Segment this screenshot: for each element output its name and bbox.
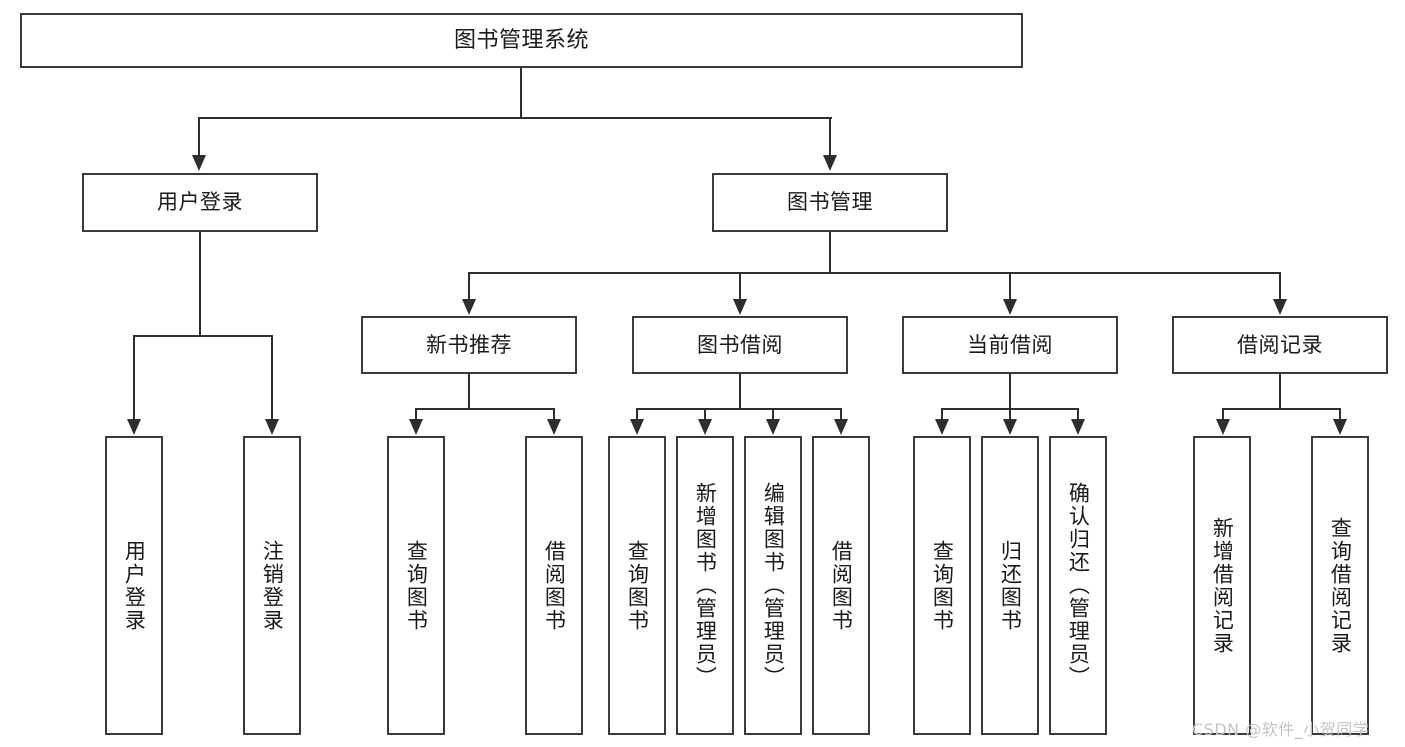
node-label: 图书管理 (787, 190, 873, 215)
leaf-current-borrow-return[interactable]: 归还图书 (981, 436, 1039, 735)
connector-book-borrow-child-2 (704, 408, 706, 420)
connector-new-book-bar (415, 408, 554, 410)
arrow-current-borrow-child-2 (1003, 419, 1017, 435)
connector-book-mgmt-stem (829, 232, 831, 273)
node-borrow-record[interactable]: 借阅记录 (1172, 316, 1388, 374)
node-label: 图书管理系统 (453, 27, 589, 53)
leaf-new-book-query[interactable]: 查询图书 (387, 436, 445, 735)
arrow-borrow-record-child-2 (1333, 419, 1347, 435)
connector-root-bar (198, 117, 832, 119)
arrow-book-mgmt-child-4 (1273, 299, 1287, 315)
connector-borrow-record-stem (1279, 374, 1281, 409)
arrow-root-to-book-mgmt (823, 155, 837, 171)
arrow-book-borrow-child-4 (834, 419, 848, 435)
connector-current-borrow-child-2 (1009, 408, 1011, 420)
node-label: 借阅记录 (1237, 332, 1323, 357)
arrow-new-book-child-2 (547, 419, 561, 435)
node-label: 归还图书 (998, 539, 1023, 632)
node-label: 借阅图书 (829, 539, 854, 632)
connector-root-to-book-mgmt (829, 117, 831, 157)
connector-book-borrow-child-1 (636, 408, 638, 420)
connector-current-borrow-stem (1009, 374, 1011, 409)
connector-borrow-record-child-1 (1222, 408, 1224, 420)
connector-user-login-child-2 (271, 335, 273, 420)
connector-user-login-stem (199, 232, 201, 336)
arrow-book-mgmt-child-3 (1003, 299, 1017, 315)
arrow-user-login-child-1 (127, 419, 141, 435)
arrow-new-book-child-1 (409, 419, 423, 435)
node-new-book-recommend[interactable]: 新书推荐 (361, 316, 577, 374)
arrow-book-mgmt-child-1 (462, 299, 476, 315)
node-book-management[interactable]: 图书管理 (712, 173, 948, 232)
connector-new-book-stem (468, 374, 470, 409)
node-label: 查询图书 (625, 539, 650, 632)
arrow-book-borrow-child-3 (766, 419, 780, 435)
leaf-borrow-record-add[interactable]: 新增借阅记录 (1193, 436, 1251, 735)
connector-new-book-child-2 (553, 408, 555, 420)
node-label: 查询图书 (404, 539, 429, 632)
connector-borrow-record-bar (1222, 408, 1340, 410)
node-label: 确认归还（管理员） (1066, 482, 1091, 689)
connector-book-borrow-child-4 (840, 408, 842, 420)
node-root-system[interactable]: 图书管理系统 (20, 13, 1023, 68)
node-label: 查询借阅记录 (1328, 516, 1353, 655)
arrow-borrow-record-child-1 (1216, 419, 1230, 435)
leaf-borrow-record-query[interactable]: 查询借阅记录 (1311, 436, 1369, 735)
connector-book-mgmt-child-4 (1279, 272, 1281, 300)
node-current-borrow[interactable]: 当前借阅 (902, 316, 1118, 374)
node-label: 新书推荐 (426, 332, 512, 357)
leaf-book-borrow-add[interactable]: 新增图书（管理员） (676, 436, 734, 735)
arrow-root-to-user-login (192, 155, 206, 171)
connector-root-stem (520, 68, 522, 117)
connector-user-login-bar (133, 335, 272, 337)
connector-book-borrow-child-3 (772, 408, 774, 420)
connector-root-to-user-login (198, 117, 200, 157)
node-label: 新增图书（管理员） (693, 482, 718, 689)
leaf-new-book-borrow[interactable]: 借阅图书 (525, 436, 583, 735)
arrow-book-borrow-child-1 (630, 419, 644, 435)
leaf-book-borrow-edit[interactable]: 编辑图书（管理员） (744, 436, 802, 735)
node-label: 注销登录 (260, 539, 285, 632)
node-label: 用户登录 (122, 539, 147, 632)
node-label: 借阅图书 (542, 539, 567, 632)
leaf-book-borrow-borrow[interactable]: 借阅图书 (812, 436, 870, 735)
node-label: 当前借阅 (967, 332, 1053, 357)
connector-borrow-record-child-2 (1339, 408, 1341, 420)
node-label: 编辑图书（管理员） (761, 482, 786, 689)
leaf-book-borrow-query[interactable]: 查询图书 (608, 436, 666, 735)
arrow-book-mgmt-child-2 (733, 299, 747, 315)
node-label: 用户登录 (157, 190, 243, 215)
node-label: 图书借阅 (697, 332, 783, 357)
node-user-login[interactable]: 用户登录 (82, 173, 318, 232)
leaf-current-borrow-confirm-return[interactable]: 确认归还（管理员） (1049, 436, 1107, 735)
leaf-user-login-login[interactable]: 用户登录 (105, 436, 163, 735)
arrow-current-borrow-child-3 (1071, 419, 1085, 435)
connector-book-mgmt-child-2 (739, 272, 741, 300)
connector-user-login-child-1 (133, 335, 135, 420)
arrow-current-borrow-child-1 (935, 419, 949, 435)
connector-current-borrow-child-3 (1077, 408, 1079, 420)
leaf-current-borrow-query[interactable]: 查询图书 (913, 436, 971, 735)
arrow-book-borrow-child-2 (698, 419, 712, 435)
connector-book-borrow-stem (739, 374, 741, 409)
arrow-user-login-child-2 (265, 419, 279, 435)
node-label: 新增借阅记录 (1210, 516, 1235, 655)
connector-book-mgmt-bar (468, 272, 1281, 274)
connector-book-borrow-bar (636, 408, 841, 410)
node-book-borrow[interactable]: 图书借阅 (632, 316, 848, 374)
connector-book-mgmt-child-1 (468, 272, 470, 300)
node-label: 查询图书 (930, 539, 955, 632)
connector-current-borrow-child-1 (941, 408, 943, 420)
leaf-user-login-logout[interactable]: 注销登录 (243, 436, 301, 735)
connector-book-mgmt-child-3 (1009, 272, 1011, 300)
connector-new-book-child-1 (415, 408, 417, 420)
